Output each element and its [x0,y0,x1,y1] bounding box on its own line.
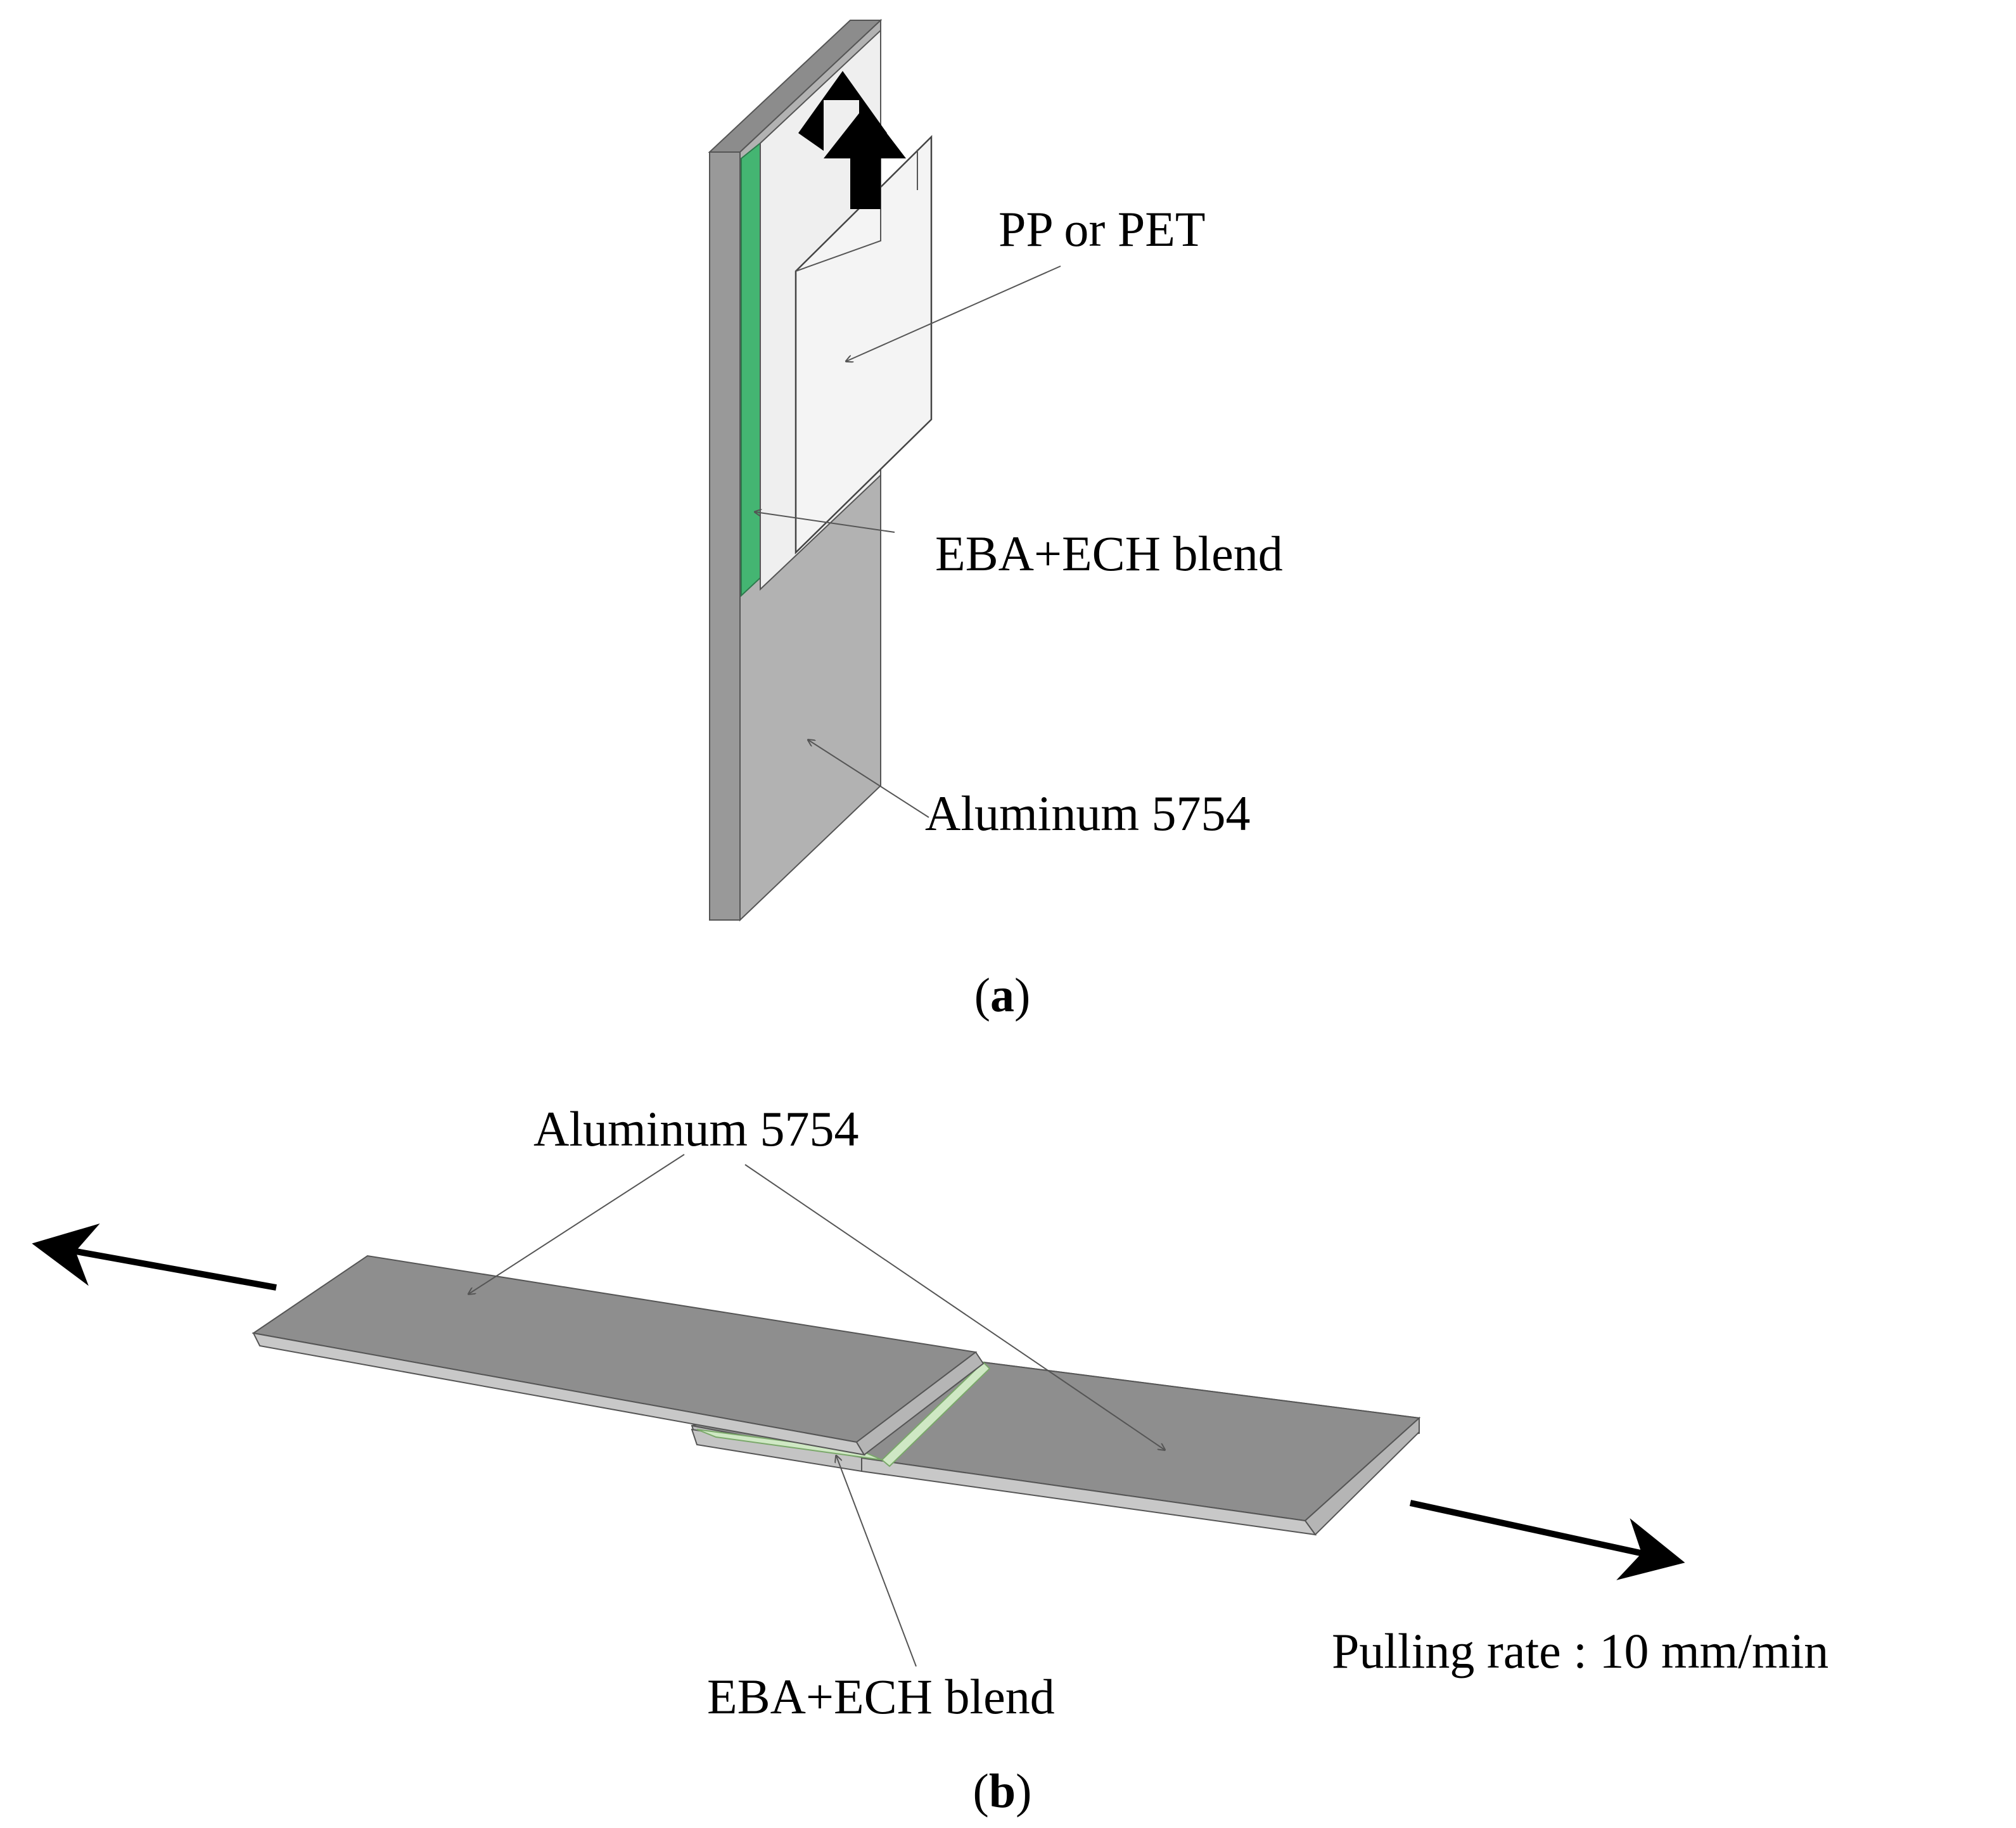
substrate-leader-a [808,740,929,818]
adhesive-leader-a [755,512,895,533]
panel-a: PP or PET EBA+ECH blend Aluminum 5754 (a… [708,18,1283,1022]
film-leader [846,265,1061,361]
label-adhesive-b: EBA+ECH blend [707,1669,1055,1724]
label-substrate-a: Aluminum 5754 [925,786,1251,841]
label-pulling-rate: Pulling rate : 10 mm/min [1332,1623,1828,1678]
aluminum-strip-left-end-edge [855,1351,985,1456]
label-film: PP or PET [998,201,1206,257]
aluminum-strip-left-face [252,1255,978,1443]
label-substrate-b: Aluminum 5754 [533,1101,859,1156]
adhesive-leader-b [836,1456,917,1667]
substrate-leader-b1 [469,1154,685,1294]
peel-arrow-shaft [850,156,881,209]
caption-b: (b) [973,1765,1032,1818]
label-adhesive-a: EBA+ECH blend [935,526,1283,581]
aluminum-plate-side-edge [709,151,741,921]
film-flap [794,135,933,554]
pull-arrow-left [32,1223,277,1291]
adhesive-layer-b-side [881,1361,991,1467]
substrate-leader-b2 [744,1164,1164,1450]
pull-arrow-right [1409,1500,1685,1580]
peel-arrow-head [824,105,906,158]
caption-a: (a) [974,969,1031,1022]
adhesive-layer-a [741,141,761,598]
panel-b: Aluminum 5754 EBA+ECH blend Pulling rate… [32,1101,1828,1818]
